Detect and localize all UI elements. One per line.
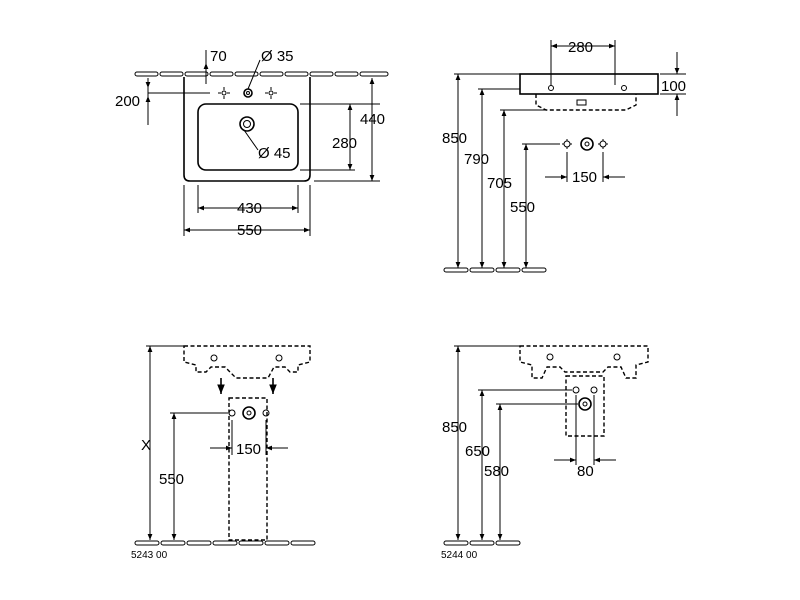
dim-440: 440 [360, 111, 385, 128]
dim-850: 850 [442, 130, 467, 147]
supply-fittings [572, 386, 598, 411]
article-code: 5243 00 [131, 550, 168, 561]
dim-x: X [141, 437, 151, 454]
dim-790: 790 [464, 151, 489, 168]
basin-rim [519, 73, 659, 95]
dim-150: 150 [236, 441, 261, 458]
wall-strip [134, 71, 389, 77]
basin-outline-dashed [519, 345, 649, 379]
dim-550: 550 [237, 222, 262, 239]
dim-580: 580 [484, 463, 509, 480]
basin-outline [183, 77, 311, 182]
semipedestal-outline [565, 375, 605, 437]
dim-430: 430 [237, 200, 262, 217]
supply-fittings [562, 137, 608, 151]
dim-280: 280 [568, 39, 593, 56]
side-view: 280 100 850 790 705 550 150 [442, 39, 686, 273]
dim-100: 100 [661, 78, 686, 95]
basin-outline-dashed [183, 345, 311, 379]
article-code: 5244 00 [441, 550, 478, 561]
dim-550: 550 [159, 471, 184, 488]
top-view: 70 Ø 35 200 440 280 Ø 45 430 550 [115, 48, 389, 239]
dim-80: 80 [577, 463, 594, 480]
dim-diameter-45: Ø 45 [258, 145, 291, 162]
drain-hole [239, 116, 255, 132]
dim-280: 280 [332, 135, 357, 152]
semipedestal-view: 850 650 580 80 5244 00 [441, 345, 649, 561]
dim-70: 70 [210, 48, 227, 65]
dim-200: 200 [115, 93, 140, 110]
floor-strip [443, 540, 521, 546]
dim-diameter-35: Ø 35 [261, 48, 294, 65]
dim-550: 550 [510, 199, 535, 216]
floor-strip [134, 540, 316, 546]
bowl-outline [197, 103, 299, 171]
dim-650: 650 [465, 443, 490, 460]
dim-150: 150 [572, 169, 597, 186]
dim-705: 705 [487, 175, 512, 192]
supply-fittings [228, 406, 270, 420]
pedestal-view: X 550 150 5243 00 [131, 345, 316, 561]
floor-strip [443, 267, 547, 273]
tap-holes [218, 87, 277, 99]
dim-850: 850 [442, 419, 467, 436]
basin-underside [535, 94, 637, 111]
